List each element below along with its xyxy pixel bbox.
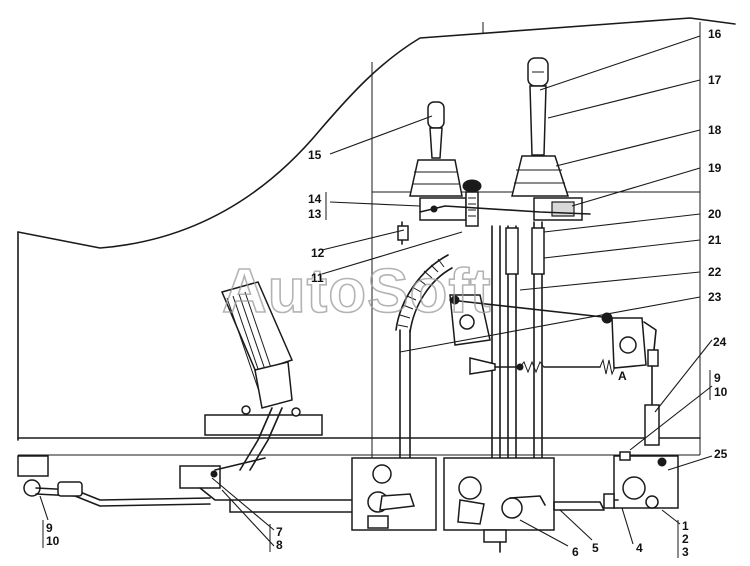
bottom-right-box xyxy=(603,451,679,509)
callout-14: 14 xyxy=(308,192,322,206)
leader-lines xyxy=(39,35,713,547)
cab-outline xyxy=(17,17,736,460)
right-control-lever xyxy=(511,57,583,221)
callout-6: 6 xyxy=(572,545,579,559)
callout-4: 4 xyxy=(636,541,643,555)
bottom-left-linkage xyxy=(17,455,361,513)
callout-16: 16 xyxy=(708,27,722,41)
callout-18: 18 xyxy=(708,123,722,137)
callout-15: 15 xyxy=(308,148,322,162)
callout-8: 8 xyxy=(276,538,283,552)
vertical-rods xyxy=(397,221,545,501)
callout-23: 23 xyxy=(708,290,722,304)
callout-13: 13 xyxy=(308,207,322,221)
callout-10-right: 10 xyxy=(714,385,728,399)
callout-labels: 16 17 18 19 20 21 22 23 15 14 13 12 11 2… xyxy=(42,27,728,559)
bell-crank-right xyxy=(601,312,660,446)
callout-7: 7 xyxy=(276,525,283,539)
callout-12: 12 xyxy=(311,246,325,260)
callout-2: 2 xyxy=(682,532,689,546)
bottom-center-box-right xyxy=(443,457,605,553)
bottom-center-box-left xyxy=(351,457,437,531)
callout-20: 20 xyxy=(708,207,722,221)
watermark-text: AutoSoft xyxy=(222,257,492,326)
central-knob xyxy=(419,179,591,227)
callout-A: A xyxy=(618,369,627,383)
callout-21: 21 xyxy=(708,233,722,247)
gear-sector xyxy=(395,254,453,333)
callout-19: 19 xyxy=(708,161,722,175)
callout-25: 25 xyxy=(714,447,728,461)
bell-crank-left xyxy=(449,294,613,346)
spring-link xyxy=(469,357,616,376)
callout-5: 5 xyxy=(592,541,599,555)
callout-24: 24 xyxy=(713,335,727,349)
left-control-lever xyxy=(409,101,467,221)
callout-22: 22 xyxy=(708,265,722,279)
callout-9-left: 9 xyxy=(46,521,53,535)
callout-10-left: 10 xyxy=(46,534,60,548)
callout-9-right: 9 xyxy=(714,371,721,385)
callout-1: 1 xyxy=(682,519,689,533)
callout-11: 11 xyxy=(311,271,324,285)
callout-17: 17 xyxy=(708,73,722,87)
callout-3: 3 xyxy=(682,545,689,559)
